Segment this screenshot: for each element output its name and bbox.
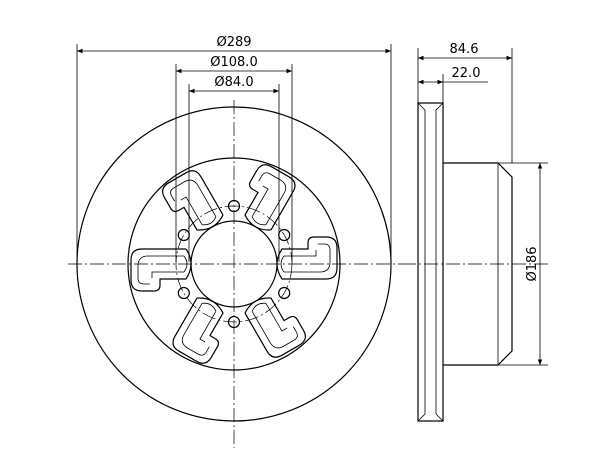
dim-text-846: 84.6 [450,42,479,57]
slot-outline [162,170,224,231]
cooling-slot [130,248,192,292]
cooling-slots [130,164,338,364]
disc-outer-edge [76,106,392,422]
slot-outline [276,236,338,280]
stud-hole [177,228,190,242]
stud-hole [278,286,291,300]
cooling-slot [172,297,224,364]
slot-outline [244,164,296,231]
disc-section [417,102,444,422]
hub-outer-ring [127,157,341,371]
cooling-slot [244,297,306,358]
vent-chamfers [417,102,444,422]
dim-text-289: Ø289 [216,35,251,50]
dim-text-84: Ø84.0 [214,75,253,90]
cooling-slot [244,164,296,231]
slot-inner [251,302,298,349]
dim-text-108: Ø108.0 [210,55,257,70]
slot-inner [251,172,287,226]
dim-text-186: Ø186 [525,246,540,281]
slot-outline [244,297,306,358]
stud-hole [227,315,241,329]
bolt-circle-reference [175,205,293,323]
slot-inner [181,302,217,356]
stud-hole [227,199,241,213]
slot-inner [280,243,331,273]
dim-text-22: 22.0 [452,66,481,81]
slot-inner [170,179,217,226]
cooling-slot [162,170,224,231]
side-view [402,102,548,422]
front-view [68,100,402,448]
slot-inner [137,255,188,285]
stud-hole [177,286,190,300]
cooling-slot [276,236,338,280]
slot-outline [130,248,192,292]
slot-outline [172,297,224,364]
dimensions: Ø289 Ø108.0 Ø84.0 84.6 22.0 Ø186 [76,35,548,366]
